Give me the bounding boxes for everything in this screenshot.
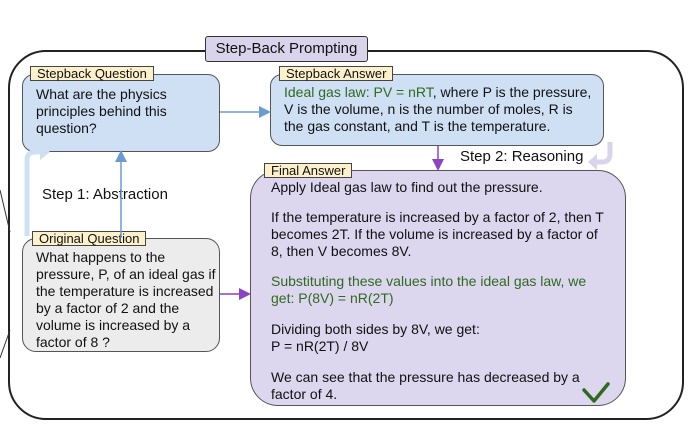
final-answer-label: Final Answer — [264, 163, 353, 178]
final-answer-p4a: Dividing both sides by 8V, we get: — [271, 321, 480, 337]
step1-curve-arrow — [24, 149, 44, 236]
diagram-title: Step-Back Prompting — [205, 36, 368, 62]
stepback-question-label: Stepback Question — [30, 66, 154, 81]
step2-label: Step 2: Reasoning — [460, 148, 584, 165]
original-question-text: What happens to the pressure, P, of an i… — [36, 249, 216, 350]
original-question-box — [22, 238, 220, 352]
final-answer-p4b: P = nR(2T) / 8V — [271, 338, 369, 354]
original-question-label: Original Question — [32, 231, 147, 246]
stepback-answer-body: , where P is the pressure, V is the volu… — [284, 84, 592, 134]
left-edge-line-1 — [0, 189, 11, 233]
step1-curve-arrowhead — [40, 144, 50, 160]
stepback-question-text: What are the physics principles behind t… — [36, 86, 167, 136]
step2-curve-arrow — [594, 142, 613, 165]
final-answer-p3: Substituting these values into the ideal… — [271, 273, 587, 306]
final-answer-p5: We can see that the pressure has decreas… — [271, 369, 580, 402]
stepback-answer-text: Ideal gas law: PV = nRT, where P is the … — [284, 84, 596, 135]
stepback-answer-box — [270, 74, 604, 146]
ideal-gas-law-highlight: Ideal gas law: PV = nRT — [284, 84, 433, 100]
step1-label: Step 1: Abstraction — [42, 186, 168, 203]
final-answer-p2: If the temperature is increased by a fac… — [271, 209, 604, 259]
left-edge-line-2 — [0, 329, 11, 359]
stepback-answer-label: Stepback Answer — [279, 66, 394, 81]
step2-curve-arrowhead — [588, 154, 597, 170]
final-answer-p1: Apply Ideal gas law to find out the pres… — [271, 179, 543, 195]
check-icon — [582, 382, 610, 403]
